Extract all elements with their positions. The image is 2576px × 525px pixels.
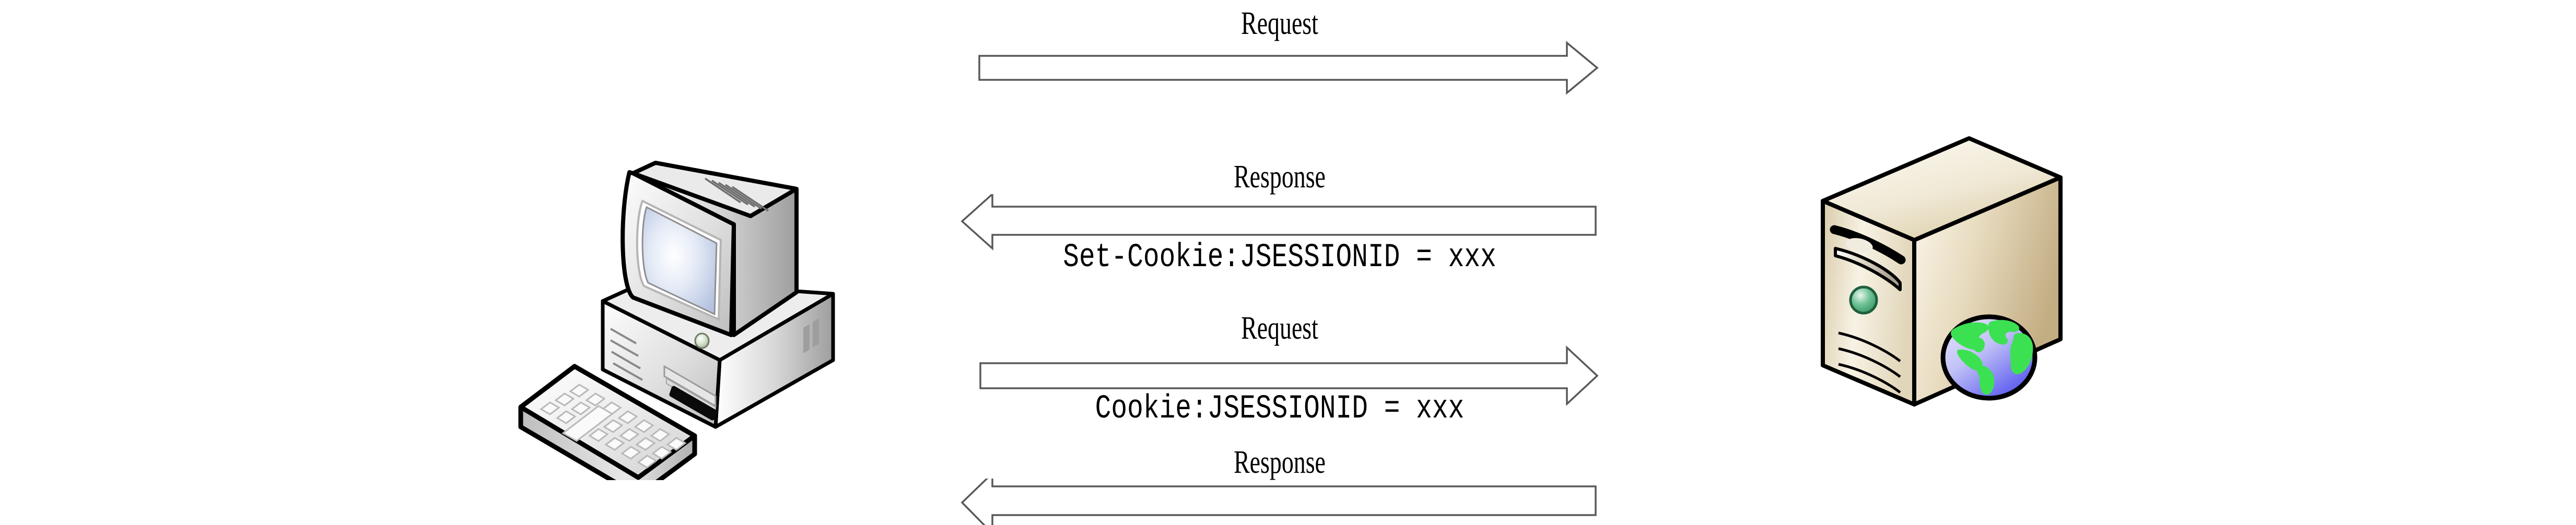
case-vents xyxy=(1838,331,1901,393)
keyboard xyxy=(518,364,697,498)
side-grille xyxy=(803,318,819,353)
keycaps xyxy=(540,384,687,469)
arrow-left-2 xyxy=(961,479,1597,525)
server-tower-icon xyxy=(1821,136,2063,407)
globe-icon xyxy=(1940,314,2038,401)
power-led-icon xyxy=(694,332,710,349)
flow-sublabel-cookie: Cookie:JSESSIONID = xxx xyxy=(1095,390,1465,428)
crt-monitor xyxy=(620,161,799,349)
flow-label-request-1: Request xyxy=(1241,6,1318,41)
arrow-right-2 xyxy=(979,345,1599,405)
optical-drive xyxy=(1830,225,1906,291)
desktop-computer-icon xyxy=(518,161,835,498)
monitor-vents xyxy=(705,177,769,212)
web-server-icon xyxy=(1802,120,2089,485)
flow-group-2: Response Set-Cookie:JSESSIONID = xxx xyxy=(951,151,1609,282)
client-computer-icon xyxy=(496,141,862,498)
flow-group-1: Request xyxy=(951,0,1609,104)
flow-group-4: Response xyxy=(951,441,1609,525)
arrow-left-1 xyxy=(961,194,1597,250)
flow-group-3: Request Cookie:JSESSIONID = xxx xyxy=(951,303,1609,433)
flow-label-request-2: Request xyxy=(1241,311,1318,346)
case-vents xyxy=(610,328,643,381)
flow-sublabel-set-cookie: Set-Cookie:JSESSIONID = xxx xyxy=(1063,239,1496,277)
power-led-icon xyxy=(1849,285,1878,315)
flow-label-response-1: Response xyxy=(1234,159,1326,195)
flow-label-response-2: Response xyxy=(1234,445,1326,480)
arrow-right-1 xyxy=(978,41,1599,95)
